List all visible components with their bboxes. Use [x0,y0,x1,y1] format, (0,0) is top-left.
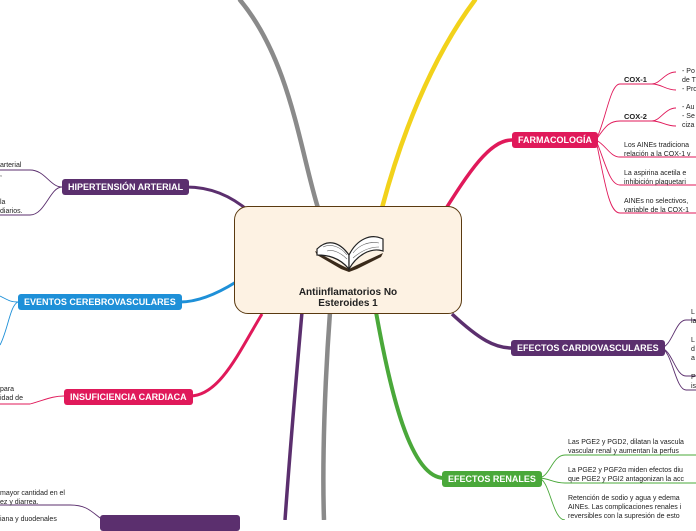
farmaco-text-1b: relación a la COX-1 v [624,150,691,159]
node-efectos-cardiovasculares[interactable]: EFECTOS CARDIOVASCULARES [511,340,665,356]
cox2-text-3: ciza [682,121,694,130]
renales-text-1a: Las PGE2 y PGD2, dilatan la vascula [568,438,684,447]
ic-fragment-2: idad de [0,394,23,403]
cox2-text-2: - Se [682,112,695,121]
connector-blue-evc [180,282,236,302]
node-insuficiencia-cardiaca[interactable]: INSUFICIENCIA CARDIACA [64,389,193,405]
hta-fragment-1: arterial [0,161,21,170]
farmaco-text-1a: Los AINEs tradiciona [624,141,689,150]
node-bottom-partial[interactable] [100,515,240,531]
central-title-line2: Esteroides 1 [235,298,461,309]
renales-text-3a: Retención de sodio y agua y edema [568,494,680,503]
cox2-label[interactable]: COX-2 [624,112,647,121]
central-topic[interactable]: Antiinflamatorios No Esteroides 1 [234,206,462,314]
cardio-text-1b: la [691,317,696,326]
farmaco-text-3b: variable de la COX-1 [624,206,689,215]
connector-yellow-top [382,0,475,208]
cardio-text-2c: a [691,354,695,363]
ic-fragment-1: para [0,385,14,394]
node-eventos-cerebrovasculares[interactable]: EVENTOS CEREBROVASCULARES [18,294,182,310]
node-farmacologia[interactable]: FARMACOLOGÍA [512,132,598,148]
farmaco-text-2a: La aspirina acetila e [624,169,686,178]
renales-text-2a: La PGE2 y PGF2α miden efectos diu [568,466,683,475]
connector-green-renales [376,312,444,478]
hta-fragment-4: diarios. [0,207,23,216]
central-title: Antiinflamatorios No Esteroides 1 [235,287,461,309]
cox1-text-2: de T [682,76,696,85]
cardio-text-1a: L [691,308,695,317]
hta-fragment-2: , [0,170,2,179]
cox1-label[interactable]: COX-1 [624,75,647,84]
hta-fragment-3: la [0,198,5,207]
node-efectos-renales[interactable]: EFECTOS RENALES [442,471,542,487]
cardio-text-3a: P [691,373,696,382]
cardio-text-2b: d [691,345,695,354]
farmaco-text-2b: inhibición plaquetari [624,178,686,187]
connector-gray-top [240,0,318,208]
cardio-text-3b: is [691,382,696,391]
renales-text-3b: AINEs. Las complicaciones renales i [568,503,681,512]
central-title-line1: Antiinflamatorios No [235,287,461,298]
connector-purple-bottom [285,312,302,520]
connector-gray-bottom [323,312,330,520]
cox1-text-1: - Po [682,67,695,76]
node-hipertension-arterial[interactable]: HIPERTENSIÓN ARTERIAL [62,179,189,195]
renales-text-2b: que PGE2 y PGI2 antagonizan la acc [568,475,684,484]
bottom-fragment-1: mayor cantidad en el [0,489,65,498]
cardio-text-2a: L [691,336,695,345]
connector-purple-cardio [452,314,512,348]
farmaco-text-3a: AINEs no selectivos, [624,197,688,206]
bottom-fragment-2: ez y diarrea. [0,498,39,507]
connector-pink-ic [190,314,262,396]
renales-text-1b: vascular renal y aumentan la perfus [568,447,679,456]
cox2-text-1: - Au [682,103,694,112]
open-book-icon [311,225,387,273]
cox1-text-3: - Pro [682,85,696,94]
